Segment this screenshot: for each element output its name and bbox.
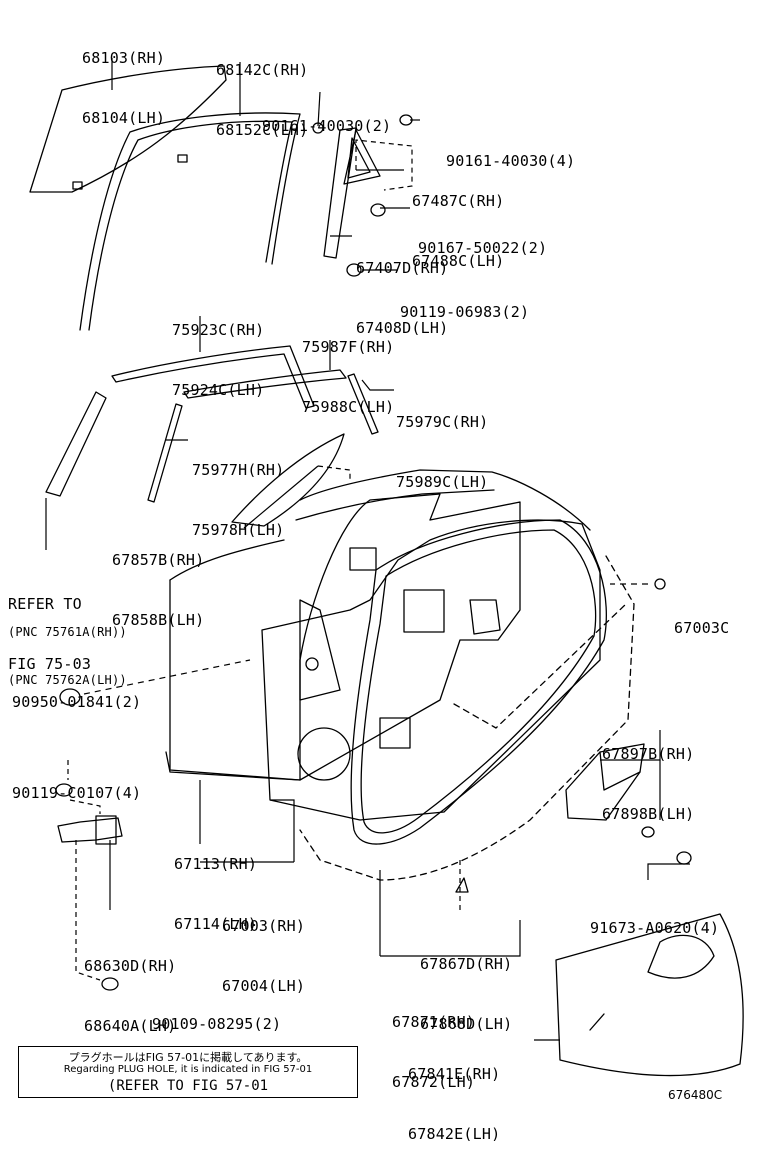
callout-line: 90167-50022(2) xyxy=(418,239,548,257)
callout-67841e: 67841E(RH) 67842E(LH) xyxy=(408,1024,500,1164)
belt-moulding-lower xyxy=(183,369,347,399)
callout-line: 67407D(RH) xyxy=(356,259,449,277)
callout-line: 67488C(LH) xyxy=(412,252,505,270)
callout-67487c: 67487C(RH) 67488C(LH) xyxy=(412,151,504,291)
callout-90167-50022: 90167-50022(2) xyxy=(418,198,547,278)
callout-90161-40030-4: 90161-40030(4) xyxy=(446,111,575,191)
callout-line: 67872(LH) xyxy=(392,1073,476,1091)
callout-refer-fig-75-03: REFER TO FIG 75-03 xyxy=(8,554,91,694)
callout-90119-c0107: 90119-C0107(4) xyxy=(12,743,141,823)
callout-line: 67898B(LH) xyxy=(602,805,695,823)
callout-line: 75979C(RH) xyxy=(396,413,489,431)
glass-run-shape xyxy=(79,112,301,331)
callout-line: 68630D(RH) xyxy=(84,957,177,975)
parts-diagram: 68103(RH) 68104(LH) 68142C(RH) 68152C(LH… xyxy=(8,8,744,1143)
callout-line: 67857B(RH) xyxy=(112,551,205,569)
callout-line: 75977H(RH) xyxy=(192,461,285,479)
callout-line: 68104(LH) xyxy=(82,109,166,127)
callout-line: 75989C(LH) xyxy=(396,473,489,491)
note-english: Regarding PLUG HOLE, it is indicated in … xyxy=(63,1064,313,1075)
callout-line: 67897B(RH) xyxy=(602,745,695,763)
callout-67113: 67113(RH) 67114(LH) xyxy=(174,814,257,954)
callout-pnc-75761a: (PNC 75761A(RH)) (PNC 75762A(LH)) xyxy=(8,592,127,704)
callout-line: 67867D(RH) xyxy=(420,955,513,973)
callout-90119-06983: 90119-06983(2) xyxy=(400,262,529,342)
callout-67857b: 67857B(RH) 67858B(LH) xyxy=(112,510,204,650)
plug-hole-note: プラグホールはFIG 57-01に掲載してあります。 Regarding PLU… xyxy=(18,1046,358,1098)
outer-door-panel xyxy=(169,493,521,781)
callout-line: 67842E(LH) xyxy=(408,1125,501,1143)
front-moulding xyxy=(45,391,107,497)
callout-75977h: 75977H(RH) 75978H(LH) xyxy=(192,420,284,560)
callout-line: 67114(LH) xyxy=(174,915,258,933)
service-hole-cover xyxy=(555,913,744,1077)
callout-line: 68103(RH) xyxy=(82,49,166,67)
belt-moulding-upper xyxy=(111,345,315,409)
callout-line: 75923C(RH) xyxy=(172,321,265,339)
callout-line: 67858B(LH) xyxy=(112,611,205,629)
callout-68630d: 68630D(RH) 68640A(LH) xyxy=(84,916,176,1056)
callout-line: 75924C(LH) xyxy=(172,381,265,399)
callout-90950-01841: 90950-01841(2) xyxy=(12,652,141,732)
callout-line: 75988C(LH) xyxy=(302,398,395,416)
callout-90161-40030-2: 90161-40030(2) xyxy=(262,76,391,156)
callout-67867d: 67867D(RH) 67868D(LH) xyxy=(420,914,512,1054)
note-japanese: プラグホールはFIG 57-01に掲載してあります。 xyxy=(68,1051,308,1064)
callout-line: 68152C(LH) xyxy=(216,121,309,139)
callout-67003c: 67003C xyxy=(674,578,729,658)
callout-line: FIG 75-03 xyxy=(8,655,92,673)
callout-75923c: 75923C(RH) 75924C(LH) xyxy=(172,280,264,420)
callout-68142c: 68142C(RH) 68152C(LH) xyxy=(216,20,308,160)
callout-line: (PNC 75761A(RH)) xyxy=(8,625,127,639)
callout-line: 68142C(RH) xyxy=(216,61,309,79)
callout-67897b: 67897B(RH) 67898B(LH) xyxy=(602,704,694,844)
callout-line: 67408D(LH) xyxy=(356,319,449,337)
callout-91673-a0620: 91673-A0620(4) xyxy=(590,878,719,958)
callout-line: (PNC 75762A(LH)) xyxy=(8,673,127,687)
callout-line: REFER TO xyxy=(8,595,82,613)
callout-75979c: 75979C(RH) 75989C(LH) xyxy=(396,372,488,512)
callout-line: 67003(RH) xyxy=(222,917,306,935)
division-moulding xyxy=(347,373,379,435)
callout-line: 90119-06983(2) xyxy=(400,303,530,321)
callout-line: 90109-08295(2) xyxy=(152,1015,282,1033)
callout-line: 67868D(LH) xyxy=(420,1015,513,1033)
callout-line: 67871(RH) xyxy=(392,1013,476,1031)
callout-line: 67003C xyxy=(674,619,730,637)
inner-door-frame xyxy=(261,519,601,821)
pillar-garnish-shape xyxy=(323,127,357,259)
callout-line: 90119-C0107(4) xyxy=(12,784,142,802)
callout-90109-08295: 90109-08295(2) xyxy=(152,974,281,1054)
callout-line: 67841E(RH) xyxy=(408,1065,501,1083)
callout-67871: 67871(RH) 67872(LH) xyxy=(392,972,475,1112)
door-glass-shape xyxy=(29,65,227,193)
figure-number: 676480C xyxy=(668,1088,723,1102)
callout-75987f: 75987F(RH) 75988C(LH) xyxy=(302,297,394,437)
callout-line: 67487C(RH) xyxy=(412,192,505,210)
callout-line: 75987F(RH) xyxy=(302,338,395,356)
callout-68103: 68103(RH) 68104(LH) xyxy=(82,8,165,148)
callout-line: 90161-40030(2) xyxy=(262,117,392,135)
note-reference: (REFER TO FIG 57-01 xyxy=(107,1078,269,1094)
callout-line: 91673-A0620(4) xyxy=(590,919,720,937)
callout-line: 75978H(LH) xyxy=(192,521,285,539)
callout-67407d: 67407D(RH) 67408D(LH) xyxy=(356,218,448,358)
callout-line: 90161-40030(4) xyxy=(446,152,576,170)
callout-line: 67113(RH) xyxy=(174,855,258,873)
diagram-drawing xyxy=(29,58,744,1077)
callout-line: 90950-01841(2) xyxy=(12,693,142,711)
protector-sheet xyxy=(231,433,345,527)
door-weatherstrip xyxy=(350,519,607,845)
callout-line: 67004(LH) xyxy=(222,977,306,995)
callout-line: 68640A(LH) xyxy=(84,1017,177,1035)
door-check xyxy=(57,817,123,843)
callout-67003: 67003(RH) 67004(LH) xyxy=(222,876,305,1016)
